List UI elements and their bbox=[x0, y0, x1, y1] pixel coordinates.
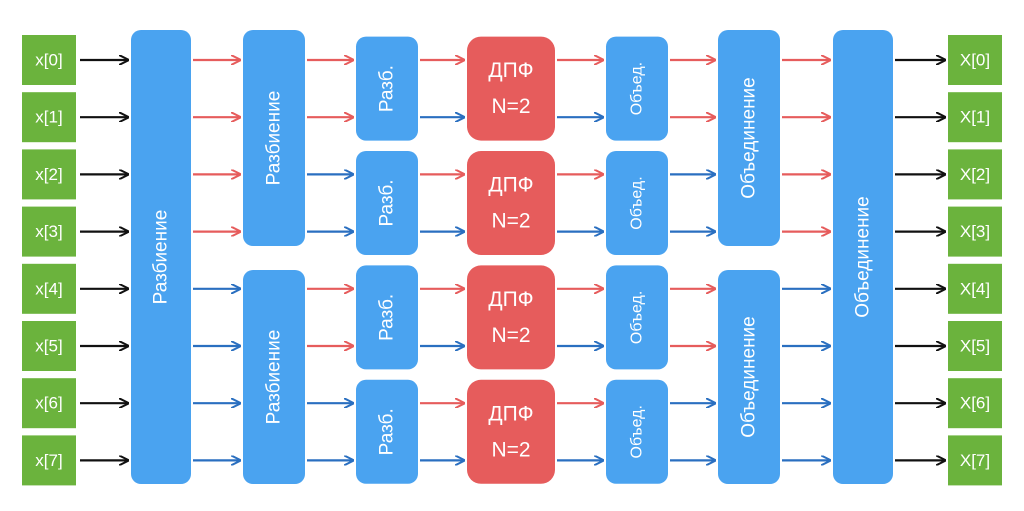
split-stage-3-box bbox=[356, 265, 418, 370]
merge-stage-2-label: Объединение bbox=[739, 77, 760, 199]
dft-box bbox=[467, 379, 555, 484]
output-box bbox=[948, 92, 1002, 143]
input-box bbox=[22, 35, 76, 85]
split-stage-3-box bbox=[356, 379, 418, 484]
merge-stage-3-box bbox=[606, 379, 668, 484]
dft-box bbox=[467, 36, 555, 141]
dft-label: ДПФ bbox=[488, 288, 533, 311]
merge-stage-1-label: Объединение bbox=[853, 196, 874, 318]
boxes-layer: x[0] x[1] x[2] x[3] x[4] x[5] x[6] x[7] X[0] X[1]… bbox=[22, 30, 1002, 486]
split-stage-3-label: Разб. bbox=[377, 294, 398, 341]
input-label: x[0] bbox=[35, 51, 62, 70]
output-label: X[4] bbox=[960, 279, 990, 298]
dft-box bbox=[467, 265, 555, 370]
input-box bbox=[22, 206, 76, 257]
output-label: X[3] bbox=[960, 222, 990, 241]
merge-stage-2-label: Объединение bbox=[739, 316, 760, 438]
merge-stage-2-box bbox=[718, 270, 780, 484]
input-box bbox=[22, 263, 76, 314]
split-stage-2-label: Разбиение bbox=[264, 91, 285, 186]
output-box bbox=[948, 149, 1002, 200]
input-box bbox=[22, 92, 76, 143]
output-box bbox=[948, 263, 1002, 314]
output-box bbox=[948, 321, 1002, 371]
input-label: x[2] bbox=[35, 165, 62, 184]
output-label: X[0] bbox=[960, 51, 990, 70]
split-stage-1-box bbox=[131, 30, 191, 484]
input-label: x[7] bbox=[35, 451, 62, 470]
merge-stage-1-box bbox=[833, 30, 893, 484]
input-label: x[5] bbox=[35, 337, 62, 356]
merge-stage-3-box bbox=[606, 36, 668, 141]
output-label: X[7] bbox=[960, 451, 990, 470]
split-stage-2-label: Разбиение bbox=[264, 330, 285, 425]
dft-size-label: N=2 bbox=[491, 324, 530, 347]
split-stage-3-label: Разб. bbox=[377, 179, 398, 226]
dft-label: ДПФ bbox=[488, 59, 533, 82]
arrows-layer bbox=[80, 60, 945, 460]
dft-size-label: N=2 bbox=[491, 95, 530, 118]
merge-stage-3-label: Объед. bbox=[629, 62, 646, 115]
split-stage-1-label: Разбиение bbox=[151, 210, 172, 305]
output-box bbox=[948, 435, 1002, 486]
dft-size-label: N=2 bbox=[491, 210, 530, 233]
merge-stage-3-label: Объед. bbox=[629, 405, 646, 458]
output-label: X[1] bbox=[960, 108, 990, 127]
output-box bbox=[948, 378, 1002, 429]
input-box bbox=[22, 149, 76, 200]
split-stage-3-box bbox=[356, 36, 418, 141]
split-stage-2-box bbox=[243, 270, 305, 484]
merge-stage-3-label: Объед. bbox=[629, 291, 646, 344]
input-box bbox=[22, 321, 76, 371]
output-label: X[6] bbox=[960, 394, 990, 413]
merge-stage-3-label: Объед. bbox=[629, 176, 646, 229]
dft-label: ДПФ bbox=[488, 402, 533, 425]
output-box bbox=[948, 206, 1002, 257]
input-label: x[1] bbox=[35, 108, 62, 127]
merge-stage-2-box bbox=[718, 30, 780, 246]
dft-box bbox=[467, 151, 555, 255]
split-stage-3-label: Разб. bbox=[377, 65, 398, 112]
split-stage-3-label: Разб. bbox=[377, 408, 398, 455]
input-label: x[3] bbox=[35, 222, 62, 241]
input-box bbox=[22, 435, 76, 486]
split-stage-2-box bbox=[243, 30, 305, 246]
merge-stage-3-box bbox=[606, 151, 668, 255]
output-label: X[5] bbox=[960, 337, 990, 356]
input-label: x[4] bbox=[35, 279, 62, 298]
merge-stage-3-box bbox=[606, 265, 668, 370]
input-label: x[6] bbox=[35, 394, 62, 413]
split-stage-3-box bbox=[356, 151, 418, 255]
dft-label: ДПФ bbox=[488, 174, 533, 197]
output-box bbox=[948, 35, 1002, 85]
input-box bbox=[22, 378, 76, 429]
output-label: X[2] bbox=[960, 165, 990, 184]
dft-size-label: N=2 bbox=[491, 438, 530, 461]
